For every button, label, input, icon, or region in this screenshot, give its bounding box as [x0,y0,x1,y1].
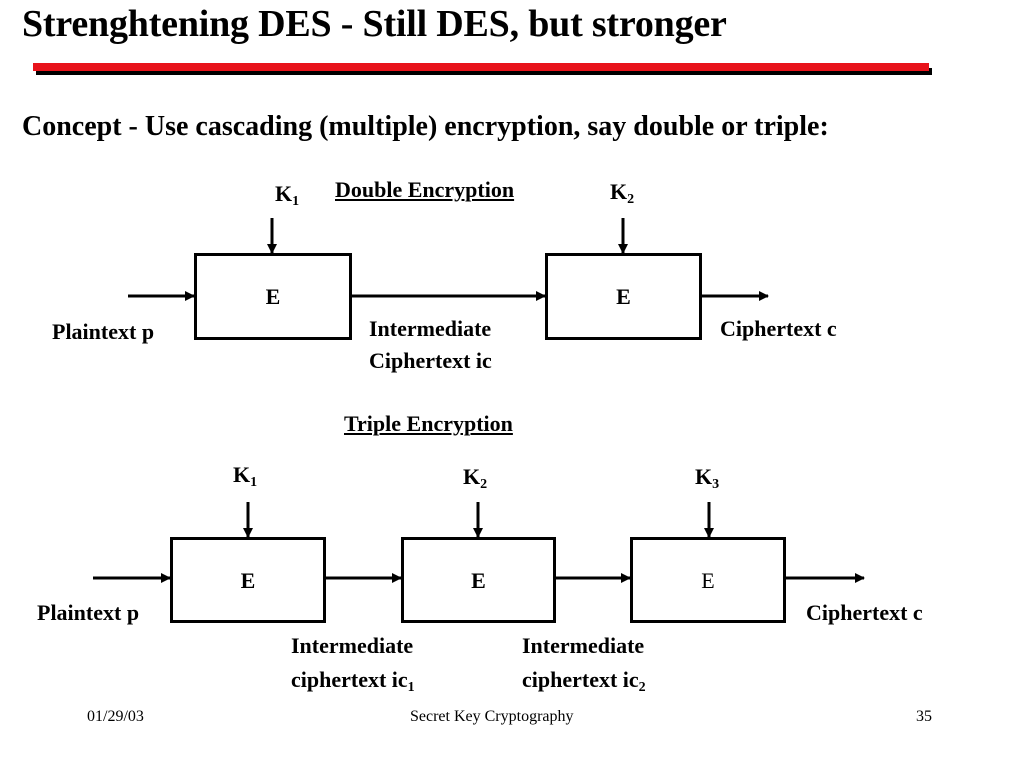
title-rule [33,63,929,71]
footer-date: 01/29/03 [87,708,144,725]
triple-intermediate1-label-1: Intermediate [291,633,414,658]
triple-intermediate2-label-1: Intermediate [522,633,645,658]
triple-plaintext-label: Plaintext p [37,600,140,625]
double-ciphertext-label: Ciphertext c [720,316,837,341]
triple-heading: Triple Encryption [344,411,513,436]
double-key1-label: K1 [275,181,300,209]
triple-intermediate2-label-2: ciphertext ic2 [522,667,646,695]
double-plaintext-label: Plaintext p [52,319,155,344]
concept-text: Concept - Use cascading (multiple) encry… [22,111,829,142]
footer-title: Secret Key Cryptography [410,708,574,725]
triple-encrypt-box-3: E [630,537,786,623]
slide-title: Strenghtening DES - Still DES, but stron… [22,3,727,45]
double-heading: Double Encryption [335,177,515,202]
footer-page-number: 35 [916,708,932,725]
triple-key3-label: K3 [695,464,720,492]
triple-intermediate1-label-2: ciphertext ic1 [291,667,415,695]
triple-key1-label: K1 [233,462,258,490]
double-encrypt-box-2: E [545,253,702,340]
triple-encrypt-box-2: E [401,537,556,623]
double-key2-label: K2 [610,179,635,207]
triple-encrypt-box-1: E [170,537,326,623]
title-rule-shadow [36,68,932,75]
double-intermediate-label-1: Intermediate [369,316,492,341]
double-intermediate-label-2: Ciphertext ic [369,348,492,373]
triple-key2-label: K2 [463,464,488,492]
triple-ciphertext-label: Ciphertext c [806,600,923,625]
double-encrypt-box-1: E [194,253,352,340]
